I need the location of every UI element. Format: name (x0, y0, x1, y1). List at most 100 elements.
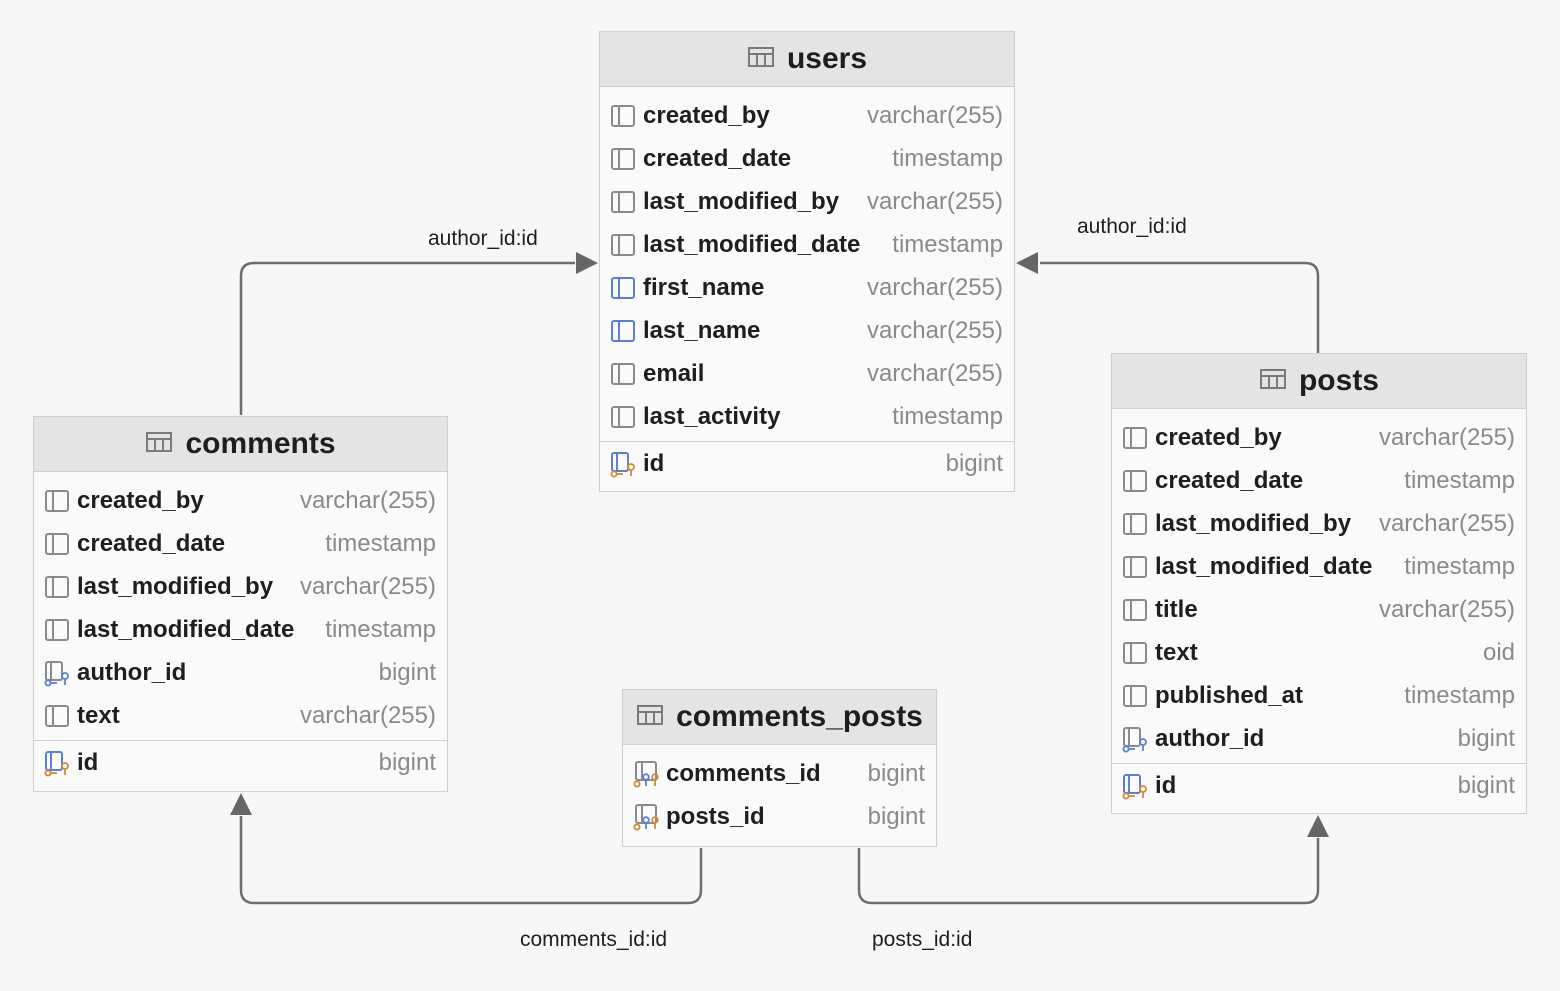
column-type: varchar(255) (866, 359, 1003, 387)
arrow-comments-posts-comments (230, 793, 252, 815)
table-header[interactable]: posts (1112, 354, 1526, 409)
link-comments-posts-comments[interactable] (239, 816, 703, 905)
column-icon (1121, 639, 1149, 667)
column-name: last_modified_by (1155, 509, 1352, 537)
column-type: varchar(255) (299, 486, 436, 514)
primary-key-divider (600, 441, 1014, 442)
column-icon (609, 188, 637, 216)
column-type: timestamp (1404, 681, 1515, 709)
column-type: varchar(255) (299, 572, 436, 600)
column-type: varchar(255) (866, 187, 1003, 215)
column-icon (1121, 553, 1149, 581)
table-header[interactable]: users (600, 32, 1014, 87)
column-icon (43, 616, 71, 644)
primary-key-icon (43, 749, 71, 777)
column-type: timestamp (892, 230, 1003, 258)
column-type: varchar(255) (299, 701, 436, 729)
column-icon (1121, 596, 1149, 624)
column-icon (43, 702, 71, 730)
column-name: email (643, 359, 705, 387)
column-icon (609, 231, 637, 259)
table-comments[interactable]: comments created_by varchar(255) created_da… (33, 416, 448, 792)
column-name: created_by (643, 101, 770, 129)
column-icon (43, 530, 71, 558)
column-name: last_activity (643, 402, 781, 430)
column-type: varchar(255) (866, 273, 1003, 301)
column-icon (609, 360, 637, 388)
column-type: timestamp (892, 144, 1003, 172)
column-type: bigint (378, 658, 436, 686)
primary-key-icon (1121, 772, 1149, 800)
link-comments-users[interactable] (239, 261, 575, 415)
link-comments-posts-posts[interactable] (857, 838, 1320, 905)
table-icon (747, 45, 775, 74)
column-name: last_modified_date (643, 230, 861, 258)
table-title: comments (185, 427, 336, 460)
column-row[interactable]: email varchar(255) (600, 352, 1014, 395)
foreign-key-icon (43, 659, 71, 687)
column-row[interactable]: created_by varchar(255) (600, 94, 1014, 137)
column-row[interactable]: last_modified_date timestamp (600, 223, 1014, 266)
column-row[interactable]: last_activity timestamp (600, 395, 1014, 438)
table-header[interactable]: comments_posts (623, 690, 936, 745)
column-icon (1121, 510, 1149, 538)
column-name: comments_id (666, 759, 821, 787)
column-name: created_by (1155, 423, 1282, 451)
column-type: bigint (1457, 724, 1515, 752)
table-header[interactable]: comments (34, 417, 447, 472)
column-name: created_by (77, 486, 204, 514)
column-row[interactable]: last_modified_date timestamp (34, 608, 447, 651)
table-icon (145, 430, 173, 459)
table-icon (1259, 367, 1287, 396)
link-posts-users[interactable] (1040, 261, 1320, 353)
column-icon (1121, 467, 1149, 495)
foreign-key-icon (1121, 725, 1149, 753)
column-icon-highlighted (609, 274, 637, 302)
primary-key-divider (1112, 763, 1526, 764)
column-row[interactable]: created_by varchar(255) (34, 479, 447, 522)
column-icon (609, 102, 637, 130)
label-cp-posts: posts_id:id (872, 928, 973, 951)
composite-key-icon (632, 803, 660, 831)
column-type: varchar(255) (866, 101, 1003, 129)
column-name: text (1155, 638, 1198, 666)
column-icon (43, 487, 71, 515)
column-type: timestamp (325, 615, 436, 643)
column-name: title (1155, 595, 1198, 623)
table-title: posts (1298, 364, 1379, 397)
column-name: last_modified_date (77, 615, 295, 643)
column-icon (43, 573, 71, 601)
column-name: id (1155, 772, 1177, 799)
column-icon-highlighted (609, 317, 637, 345)
column-name: posts_id (666, 802, 765, 830)
column-type: timestamp (892, 402, 1003, 430)
table-title: users (786, 42, 868, 75)
